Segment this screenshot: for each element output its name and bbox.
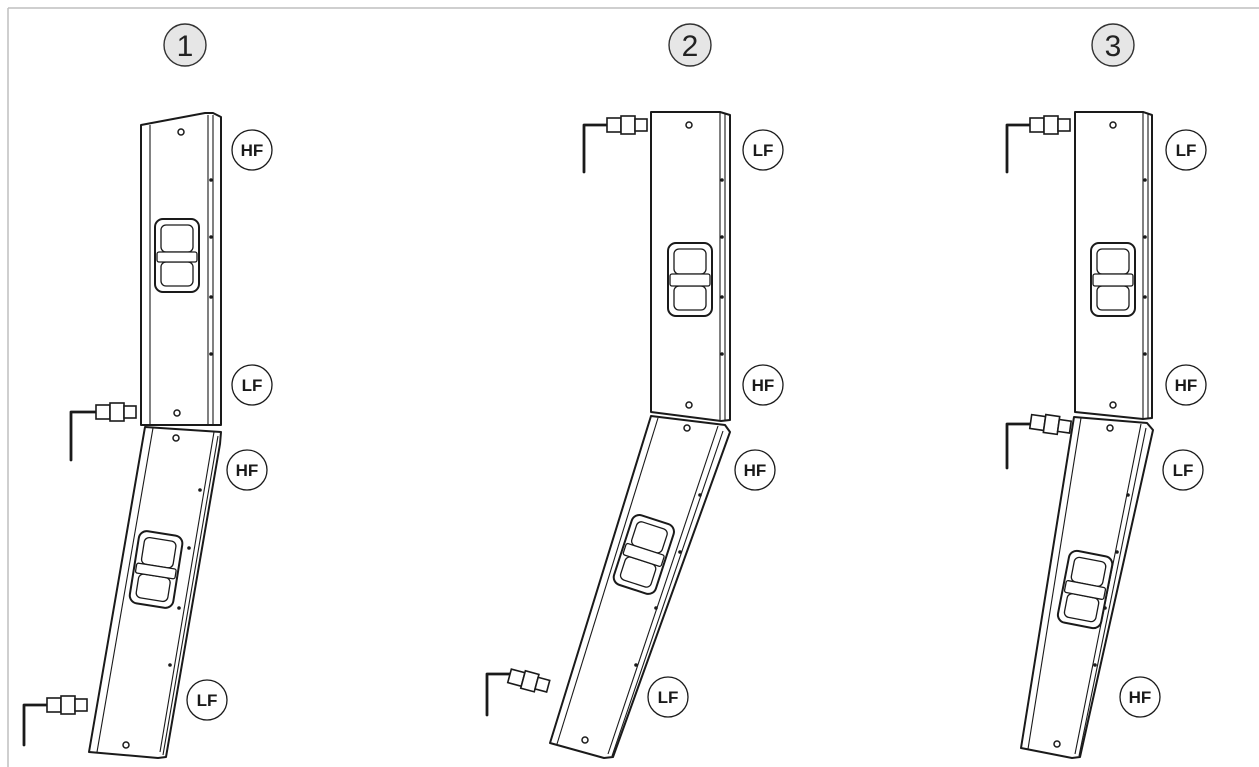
step-3-top-cabinet-handle [1090, 242, 1136, 317]
svg-text:HF: HF [1129, 688, 1152, 707]
step-2: 2 [485, 23, 784, 759]
svg-text:LF: LF [242, 376, 263, 395]
svg-text:LF: LF [753, 141, 774, 160]
step-1-bottom-cabinet-handle [128, 530, 184, 609]
step-1-top-cabinet-handle [154, 218, 200, 293]
step-1-top-cabinet-bottom-label: LF [231, 364, 273, 406]
svg-text:HF: HF [241, 141, 264, 160]
step-3-top-cabinet [1074, 111, 1153, 420]
step-3-bottom-cabinet-bottom-label: HF [1119, 676, 1161, 718]
step-2-number: 2 [682, 30, 699, 63]
step-3-top-cabinet-top-label: LF [1165, 129, 1207, 171]
svg-text:HF: HF [752, 376, 775, 395]
step-2-top-cabinet [650, 111, 731, 422]
step-1-top-cabinet [140, 112, 222, 426]
svg-text:LF: LF [197, 691, 218, 710]
step-1-number: 1 [177, 30, 194, 63]
step-2-top-cabinet-top-label: LF [742, 129, 784, 171]
step-2-top-cabinet-bottom-label: HF [742, 364, 784, 406]
step-1-bottom-cabinet [88, 426, 222, 759]
svg-text:LF: LF [1173, 461, 1194, 480]
svg-text:LF: LF [658, 688, 679, 707]
step-2-bottom-cabinet-top-label: HF [734, 449, 776, 491]
svg-text:HF: HF [744, 461, 767, 480]
step-2-bottom-cabinet-bottom-label: LF [647, 676, 689, 718]
step-3-cable-upper [1005, 115, 1071, 174]
svg-text:HF: HF [1175, 376, 1198, 395]
step-3-cable-lower [1005, 413, 1073, 470]
step-1-bottom-cabinet-top-label: HF [226, 449, 268, 491]
step-1-cable-lower [22, 695, 88, 747]
step-3: 3 [1005, 23, 1207, 759]
step-1-number-badge: 1 [163, 23, 207, 67]
step-3-bottom-cabinet-handle [1056, 549, 1114, 630]
step-2-top-cabinet-handle [667, 242, 713, 317]
step-1-cable-upper [69, 402, 137, 462]
step-2-cable-lower [485, 668, 551, 717]
step-1-top-cabinet-top-label: HF [231, 129, 273, 171]
svg-text:HF: HF [236, 461, 259, 480]
step-3-number: 3 [1105, 30, 1122, 63]
step-3-top-cabinet-bottom-label: HF [1165, 364, 1207, 406]
step-2-number-badge: 2 [668, 23, 712, 67]
step-3-bottom-cabinet [1020, 416, 1154, 759]
step-2-bottom-cabinet [549, 415, 731, 759]
step-3-number-badge: 3 [1091, 23, 1135, 67]
step-2-bottom-cabinet-handle [612, 514, 675, 595]
step-1: 1 [22, 23, 273, 759]
step-3-bottom-cabinet-top-label: LF [1162, 449, 1204, 491]
step-2-cable-upper [582, 115, 648, 174]
step-1-bottom-cabinet-bottom-label: LF [186, 679, 228, 721]
svg-text:LF: LF [1176, 141, 1197, 160]
